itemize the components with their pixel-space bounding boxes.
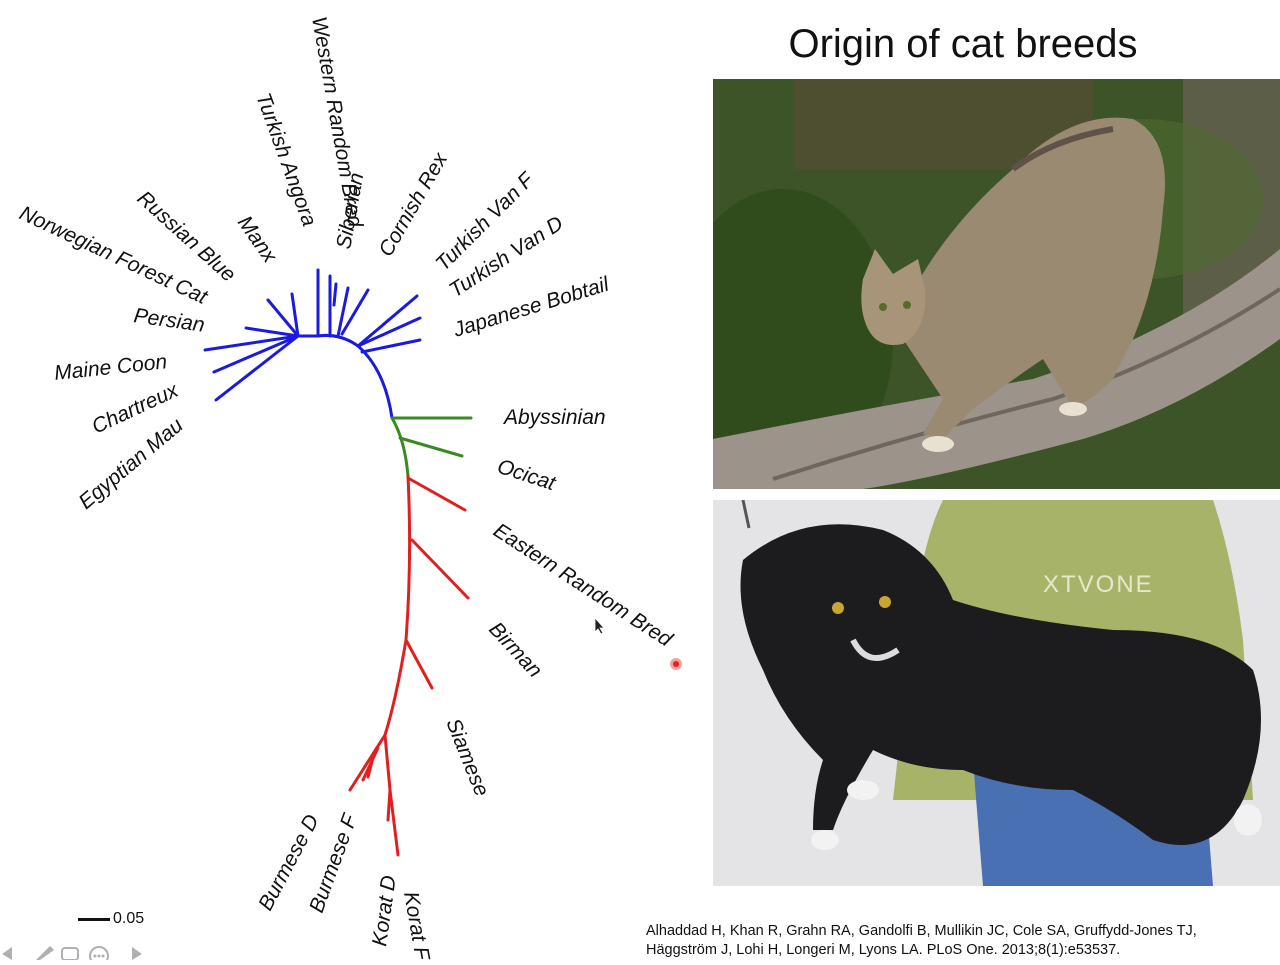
tree-label-manx: Manx	[233, 212, 282, 268]
tree-label-turkish-angora: Turkish Angora	[251, 90, 321, 229]
scale-bar	[78, 918, 110, 921]
clade-green-branches	[390, 416, 473, 478]
tree-label-ocicat: Ocicat	[494, 455, 559, 496]
tree-label-eastern-random-bred: Eastern Random Bred	[489, 519, 677, 652]
slide-title: Origin of cat breeds	[788, 22, 1138, 66]
presentation-controls	[0, 944, 150, 965]
laser-pointer-icon	[670, 658, 682, 670]
tree-label-korat-f: Korat F	[399, 890, 434, 960]
tree-label-abyssinian: Abyssinian	[502, 406, 606, 429]
tree-label-cornish-rex: Cornish Rex	[374, 148, 452, 261]
arrow-right-icon[interactable]	[132, 947, 142, 960]
phylogenetic-tree: Western Random Bred Turkish Angora Siber…	[16, 15, 682, 960]
more-icon[interactable]	[89, 946, 109, 965]
tree-label-birman: Birman	[484, 618, 546, 682]
clade-red-branches	[348, 474, 470, 857]
clade-blue-branches	[203, 268, 422, 420]
shirt-print: XTVONE	[1043, 571, 1154, 598]
citation: Alhaddad H, Khan R, Grahn RA, Gandolfi B…	[646, 922, 1276, 960]
pencil-icon[interactable]	[36, 946, 54, 960]
tree-label-korat-d: Korat D	[368, 874, 401, 948]
arrow-left-icon[interactable]	[2, 947, 12, 960]
scale-bar-label: 0.05	[113, 910, 145, 927]
mouse-cursor-icon	[594, 616, 605, 635]
citation-line-2: Häggström J, Lohi H, Longeri M, Lyons LA…	[646, 942, 1121, 958]
tree-label-maine-coon: Maine Coon	[53, 350, 168, 385]
slides-icon[interactable]	[61, 947, 79, 961]
tree-label-siamese: Siamese	[441, 715, 493, 799]
tree-label-persian: Persian	[132, 304, 206, 337]
tree-label-egyptian-mau: Egyptian Mau	[74, 413, 187, 513]
maine-coon-photo: XTVONE	[713, 500, 1280, 886]
wildcat-photo	[713, 79, 1280, 489]
citation-line-1: Alhaddad H, Khan R, Grahn RA, Gandolfi B…	[646, 923, 1197, 939]
